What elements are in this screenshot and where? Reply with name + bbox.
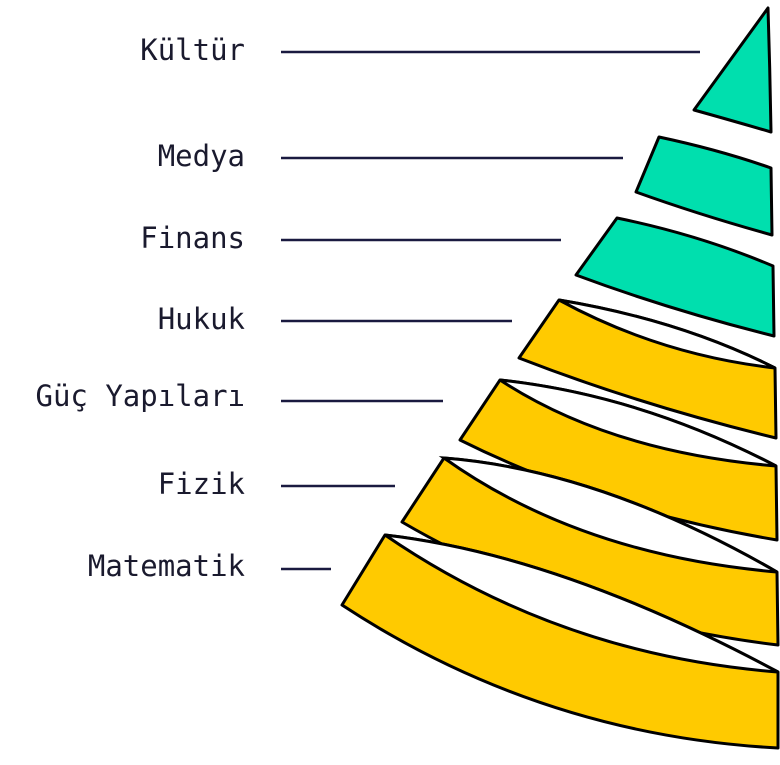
layer-opening-matematik (384, 533, 779, 674)
label-kultur: Kültür (140, 33, 245, 67)
label-hukuk: Hukuk (158, 302, 246, 336)
layer-band-medya (634, 135, 774, 237)
label-finans: Finans (140, 221, 245, 255)
layer-opening-guc-yapilari (499, 378, 777, 468)
label-fizik: Fizik (158, 467, 246, 501)
label-medya: Medya (158, 139, 245, 173)
label-guc-yapilari: Güç Yapıları (35, 379, 245, 413)
label-matematik: Matematik (88, 549, 246, 583)
layer-opening-hukuk (558, 298, 776, 370)
layer-band-finans (574, 216, 776, 338)
layer-band-kultur (692, 6, 773, 134)
layer-opening-fizik (438, 456, 778, 574)
